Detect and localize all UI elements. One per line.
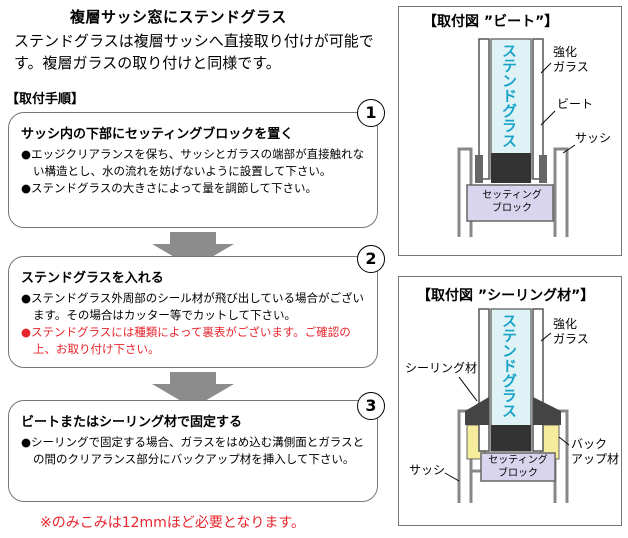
step-2-number: 2 xyxy=(357,245,385,273)
diagram-bead-title: 【取付図 ”ビート”】 xyxy=(423,14,559,30)
diagram-bead-bead-label: ビート xyxy=(557,97,594,111)
step-1-bullet-2: ●ステンドグラスの大きさによって量を調節して下さい。 xyxy=(21,181,318,195)
step-1: サッシ内の下部にセッティングブロックを置く ●エッジクリアランスを保ち、サッシと… xyxy=(8,112,378,228)
step-1-title: サッシ内の下部にセッティングブロックを置く xyxy=(21,127,294,142)
diagram-sealant-glass-label: 強化 ガラス xyxy=(553,317,589,346)
step-1-bullet-1: ●エッジクリアランスを保ち、サッシとガラスの端部が直接触れない構造とし、水の流れ… xyxy=(21,147,365,178)
diagram-sealant-title: 【取付図 ”シーリング材”】 xyxy=(417,288,595,304)
step-3: ビートまたはシーリング材で固定する ●シーリングで固定する場合、ガラスをはめ込む… xyxy=(8,400,378,502)
step-3-bullet-1: ●シーリングで固定する場合、ガラスをはめ込む溝側面とガラスとの間のクリアランス部… xyxy=(21,435,365,466)
down-arrow-icon xyxy=(152,372,234,408)
diagram-bead-block-label: セッティング ブロック xyxy=(482,190,542,214)
page-title: 複層サッシ窓にステンドグラス xyxy=(70,8,287,26)
diagram-sealant-drawing xyxy=(444,308,570,503)
step-2-warning: ●ステンドグラスには種類によって裏表がございます。ご確認の上、お取り付け下さい。 xyxy=(21,325,351,356)
intro-text: ステンドグラスは複層サッシへ直接取り付けが可能です。複層ガラスの取り付けと同様で… xyxy=(14,32,374,72)
diagram-sealant-sash-label: サッシ xyxy=(409,463,446,477)
step-2-title: ステンドグラスを入れる xyxy=(21,271,164,286)
diagram-bead-sash-label: サッシ xyxy=(575,131,612,145)
step-2: ステンドグラスを入れる ●ステンドグラス外周部のシール材が飛び出している場合がご… xyxy=(8,256,378,368)
step-3-title: ビートまたはシーリング材で固定する xyxy=(21,415,243,430)
diagram-bead-glass-label: 強化 ガラス xyxy=(553,45,589,74)
diagram-sealant-sealant-label: シーリング材 xyxy=(405,361,478,375)
footnote: ※のみこみは12mmほど必要となります。 xyxy=(40,515,305,531)
down-arrow-icon xyxy=(152,232,234,268)
diagram-bead-panel: 【取付図 ”ビート”】 ステンドグラス 強化 ガラス ビート サッシ セッティン… xyxy=(398,6,622,256)
procedure-label: 【取付手順】 xyxy=(6,92,85,107)
diagram-bead-vertical-text: ステンドグラス xyxy=(500,43,518,148)
diagram-sealant-vertical-text: ステンドグラス xyxy=(500,313,518,418)
diagram-bead-drawing xyxy=(457,38,576,237)
step-3-number: 3 xyxy=(357,392,385,420)
step-2-bullet-1: ●ステンドグラス外周部のシール材が飛び出している場合がございます。その場合はカッ… xyxy=(21,291,364,322)
diagram-sealant-block-label: セッティング ブロック xyxy=(488,455,548,479)
diagram-sealant-backup-label: バック アップ材 xyxy=(571,437,620,466)
step-1-number: 1 xyxy=(357,99,385,127)
diagram-sealant-panel: 【取付図 ”シーリング材”】 ステンドグラス 強化 ガラス シーリング材 バック… xyxy=(398,276,622,526)
